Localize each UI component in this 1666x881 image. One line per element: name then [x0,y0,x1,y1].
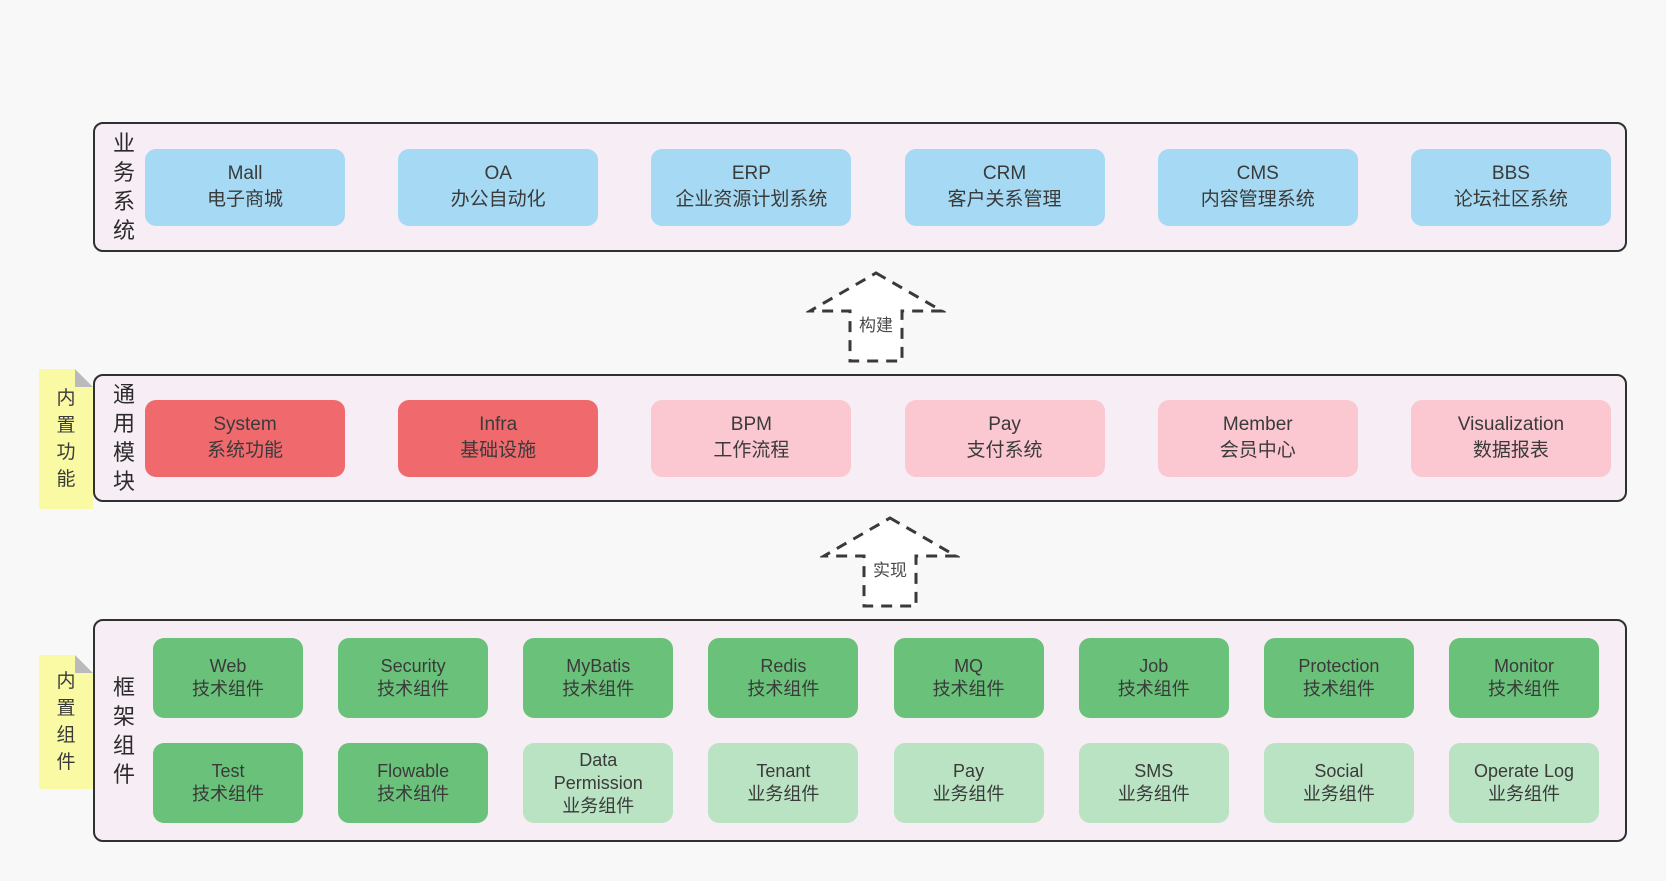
box-web: Web 技术组件 [153,638,303,718]
box-sms: SMS 业务组件 [1078,743,1229,823]
box-cms: CMS 内容管理系统 [1157,148,1358,226]
box-redis: Redis 技术组件 [708,638,859,718]
box-job: Job 技术组件 [1078,638,1229,718]
box-bpm: BPM 工作流程 [651,399,852,477]
box-monitor: Monitor 技术组件 [1448,638,1599,718]
box-protection: Protection 技术组件 [1263,638,1414,718]
box-bbs: BBS 论坛社区系统 [1410,148,1611,226]
box-erp: ERP 企业资源计划系统 [651,148,852,226]
box-data-permission: Data Permission 业务组件 [523,743,674,823]
box-mybatis: MyBatis 技术组件 [523,638,674,718]
box-visualization: Visualization 数据报表 [1410,399,1611,477]
sticky-note-builtin-features: 内置功能 [39,369,93,509]
framework-row-2: Test 技术组件 Flowable 技术组件 Data Permission … [153,743,1599,823]
box-mq: MQ 技术组件 [893,638,1044,718]
panel-label: 通用模块 [112,382,135,494]
sticky-note-label: 内置功能 [56,388,76,490]
sticky-note-builtin-components: 内置组件 [39,655,93,789]
box-test: Test 技术组件 [153,743,303,823]
box-system: System 系统功能 [145,399,345,477]
modules-box-row: System 系统功能 Infra 基础设施 BPM 工作流程 Pay 支付系统… [145,376,1611,500]
folded-corner-icon [75,655,93,673]
box-infra: Infra 基础设施 [398,399,599,477]
build-arrow-label: 构建 [859,316,893,335]
box-mall: Mall 电子商城 [145,148,345,226]
business-box-row: Mall 电子商城 OA 办公自动化 ERP 企业资源计划系统 CRM 客户关系… [145,124,1611,250]
panel-label: 框架组件 [112,674,135,787]
box-pay-component: Pay 业务组件 [893,743,1044,823]
framework-row-1: Web 技术组件 Security 技术组件 MyBatis 技术组件 Redi… [153,638,1599,718]
implement-arrow-label: 实现 [873,561,907,580]
build-arrow-icon: 构建 [806,271,946,363]
panel-label: 业务系统 [112,131,135,243]
box-pay-module: Pay 支付系统 [904,399,1105,477]
box-tenant: Tenant 业务组件 [708,743,859,823]
framework-box-grid: Web 技术组件 Security 技术组件 MyBatis 技术组件 Redi… [153,638,1599,823]
box-crm: CRM 客户关系管理 [904,148,1105,226]
panel-business-systems: 业务系统 Mall 电子商城 OA 办公自动化 ERP 企业资源计划系统 CRM… [93,122,1627,252]
box-member: Member 会员中心 [1157,399,1358,477]
folded-corner-icon [75,369,93,387]
sticky-note-label: 内置组件 [56,671,76,773]
box-operate-log: Operate Log 业务组件 [1448,743,1599,823]
panel-framework-components: 框架组件 Web 技术组件 Security 技术组件 MyBatis 技术组件… [93,619,1627,842]
implement-arrow-icon: 实现 [820,516,960,608]
panel-common-modules: 通用模块 System 系统功能 Infra 基础设施 BPM 工作流程 Pay… [93,374,1627,502]
box-social: Social 业务组件 [1263,743,1414,823]
box-security: Security 技术组件 [338,638,489,718]
box-oa: OA 办公自动化 [398,148,599,226]
box-flowable: Flowable 技术组件 [338,743,489,823]
